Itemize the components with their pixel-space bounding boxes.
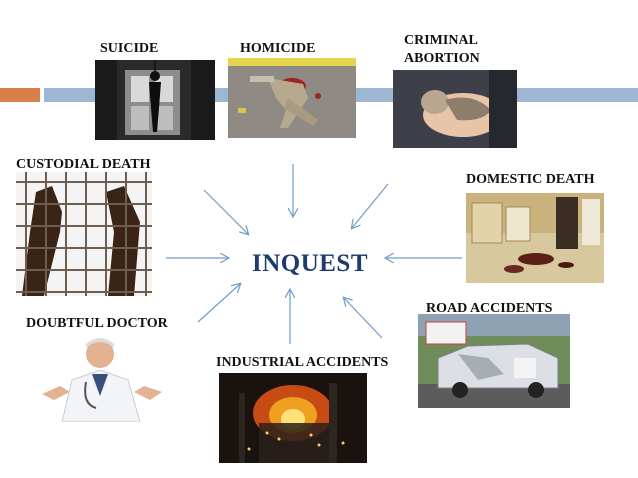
photo-custodial-death xyxy=(16,172,152,296)
label-domestic-death: DOMESTIC DEATH xyxy=(466,172,595,187)
label-industrial-accidents: INDUSTRIAL ACCIDENTS xyxy=(216,355,389,370)
label-road-accidents: ROAD ACCIDENTS xyxy=(426,301,553,316)
center-label-inquest: INQUEST xyxy=(251,250,369,277)
label-criminal-abortion-line1: CRIMINAL xyxy=(404,33,478,48)
photo-homicide xyxy=(228,58,356,138)
photo-domestic-death xyxy=(466,193,604,283)
arrow-from-road-accidents xyxy=(344,298,383,339)
arrow-from-criminal-abortion xyxy=(352,183,389,228)
label-suicide: SUICIDE xyxy=(100,41,159,56)
label-doubtful-doctor: DOUBTFUL DOCTOR xyxy=(26,316,168,331)
photo-road-accidents xyxy=(418,314,570,408)
label-criminal-abortion-line2: ABORTION xyxy=(404,51,480,66)
photo-doubtful-doctor xyxy=(40,334,164,422)
header-accent-orange xyxy=(0,88,40,102)
arrow-from-suicide xyxy=(203,189,248,234)
arrow-from-doubtful-doctor xyxy=(197,284,240,323)
label-custodial-death: CUSTODIAL DEATH xyxy=(16,157,151,172)
photo-suicide xyxy=(95,60,215,140)
photo-industrial-accidents xyxy=(219,373,367,463)
photo-criminal-abortion xyxy=(393,70,517,148)
label-homicide: HOMICIDE xyxy=(240,41,316,56)
